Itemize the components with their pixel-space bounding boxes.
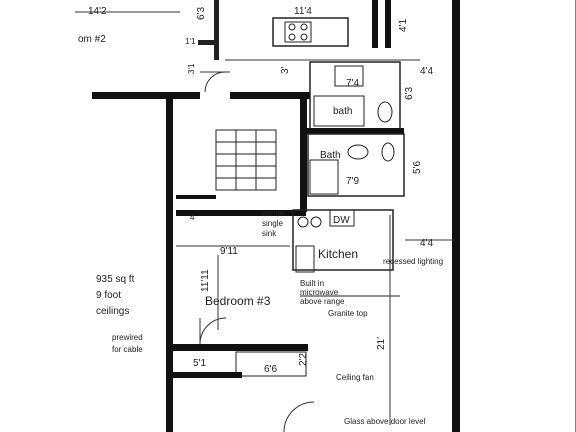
- room-2-label: om #2: [78, 34, 106, 45]
- dim-5-6: 5'6: [412, 161, 423, 174]
- dim-1-1: 1'1: [185, 37, 196, 46]
- burner-3: [288, 33, 296, 41]
- prewired-note-1: prewired: [112, 333, 143, 342]
- recessed-lighting-note: recessed lighting: [383, 257, 443, 266]
- bath-1-label: bath: [333, 106, 352, 117]
- burner-1: [288, 23, 296, 31]
- top-wall-b: [198, 40, 218, 45]
- wall-upper-right: [372, 0, 378, 48]
- dim-11-4: 11'4: [294, 6, 312, 17]
- dim-11-11: 11'11: [200, 269, 211, 292]
- dishwasher-label: DW: [333, 215, 350, 226]
- glass-note: Glass above door level: [344, 417, 426, 426]
- bedroom-3-label: Bedroom #3: [205, 294, 271, 308]
- stair-wall-right: [300, 92, 307, 212]
- stair-treads: [216, 130, 276, 190]
- stove: [284, 21, 312, 43]
- prewired-note-2: for cable: [112, 345, 143, 354]
- dim-6-3-b: 6'3: [404, 87, 415, 100]
- kitchen-label: Kitchen: [318, 247, 358, 261]
- dishwasher: [329, 209, 355, 227]
- wall-upper-right2: [385, 0, 391, 48]
- range: [295, 245, 315, 273]
- closet-box: [235, 351, 307, 377]
- dim-14-2: 14'2: [88, 6, 107, 17]
- microwave-note-1: Built in: [300, 279, 324, 288]
- bath-2-tub: [309, 159, 339, 195]
- sink-note-1: corner: [262, 209, 285, 218]
- dim-3-1: 3'1: [187, 63, 196, 74]
- top-wall-a: [214, 0, 219, 60]
- bath-1-tub: [313, 95, 365, 127]
- lower-door-swing: [283, 401, 315, 432]
- dim-4: 4: [190, 213, 195, 222]
- bedroom-3-closet-wall: [172, 344, 308, 351]
- dim-4-1: 4'1: [398, 19, 409, 32]
- dim-5-1: 5'1: [193, 358, 206, 369]
- dim-6-3-a: 6'3: [196, 7, 207, 20]
- burner-4: [300, 33, 308, 41]
- lower-wall: [172, 372, 242, 378]
- main-wall-vert-left: [166, 92, 173, 432]
- dim-2-2: 2'2: [298, 353, 309, 366]
- right-border-thick: [452, 0, 460, 432]
- ceiling-fan-note: Ceiling fan: [336, 373, 374, 382]
- dim-7-9: 7'9: [346, 176, 359, 187]
- area-line-1: 935 sq ft: [96, 274, 135, 285]
- sink-note-2: single: [262, 219, 283, 228]
- dim-9-11: 9'11: [220, 246, 238, 257]
- bath-1-toilet: [377, 101, 393, 123]
- sink-note-3: sink: [262, 229, 277, 238]
- sink-bowl-2: [310, 216, 322, 228]
- bath-1-sink: [334, 65, 364, 87]
- bath-2-outline: [307, 133, 405, 197]
- stair-box: [215, 129, 277, 191]
- main-wall-left: [92, 92, 200, 99]
- microwave-note-2: microwave: [300, 288, 339, 297]
- bath-2-toilet: [381, 142, 395, 162]
- main-wall-mid: [230, 92, 310, 99]
- bath-2-label: Bath: [320, 150, 341, 161]
- granite-top-note: Granite top: [328, 309, 368, 318]
- dim-7-4: 7'4: [346, 78, 359, 89]
- dim-4-4-b: 4'4: [420, 238, 433, 249]
- hall-door-swing: [204, 71, 226, 93]
- dim-4-4-a: 4'4: [420, 66, 433, 77]
- dim-3: 3': [280, 66, 291, 74]
- kitchen-top-counter: [272, 17, 349, 47]
- stair-landing-wall: [176, 210, 306, 216]
- landing-wall-2: [176, 195, 216, 199]
- sink-bowl-1: [297, 216, 309, 228]
- bath-2-sink: [347, 144, 369, 160]
- microwave-note-3: above range: [300, 297, 345, 306]
- area-line-2: 9 foot: [96, 290, 121, 301]
- dim-21: 21': [376, 337, 387, 350]
- bath-divider-wall: [300, 128, 404, 134]
- burner-2: [300, 23, 308, 31]
- area-line-3: ceilings: [96, 306, 129, 317]
- dim-6-6: 6'6: [264, 364, 277, 375]
